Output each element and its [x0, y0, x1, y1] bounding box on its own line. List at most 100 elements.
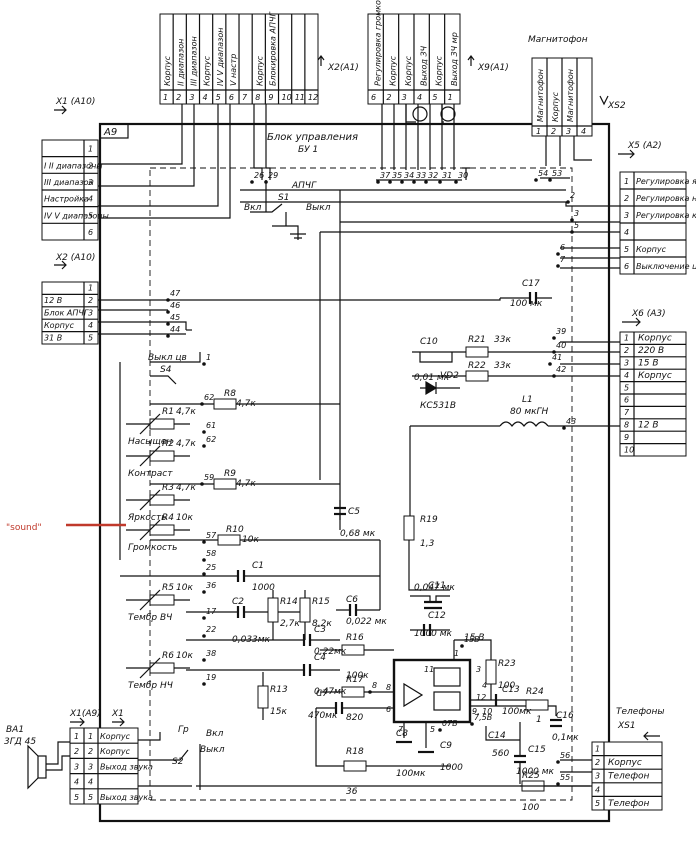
x1a9-pin-name: Выход звука — [100, 762, 153, 771]
x1a10-cells-pin-name: IV V диапазоны — [44, 211, 109, 220]
x2a1-pin: 7 — [242, 93, 248, 102]
svg-text:X5 (A2): X5 (A2) — [627, 141, 662, 151]
x1a10-cells-pin: 3 — [88, 178, 93, 187]
junction-dot — [460, 644, 464, 648]
junction-dot — [166, 310, 170, 314]
capacitor-ref: C3 — [314, 625, 326, 635]
node-label: 7,5В — [474, 713, 492, 722]
junction-dot — [438, 728, 442, 732]
pot-caption: Тембр ВЧ — [128, 613, 172, 623]
pot-caption: Насыщен — [128, 437, 172, 447]
pot-caption: Яркость — [127, 513, 166, 523]
x2a10-cells-pin-name: 31 В — [44, 333, 62, 342]
x1a10-cells-pin-name: III диапазон — [44, 178, 94, 187]
svg-text:Магнитофон: Магнитофон — [528, 35, 588, 45]
x1a10-cells-pin: 4 — [88, 195, 93, 204]
node-label: 57 — [206, 531, 217, 540]
switch-s2-contact: Гр — [178, 725, 189, 735]
junction-dot — [566, 200, 570, 204]
junction-dot — [570, 230, 574, 234]
junction-dot — [264, 180, 268, 184]
node-label: 41 — [552, 353, 562, 362]
node-label: 45 — [170, 313, 180, 322]
x2a1-pin: 8 — [255, 93, 260, 102]
switch-s1-title: АПЧГ — [291, 181, 317, 191]
junction-dot — [400, 180, 404, 184]
pot-caption: Тембр НЧ — [128, 681, 173, 691]
xs1-cells-pin: 5 — [595, 799, 600, 808]
resistor-ref: R17 — [346, 675, 364, 685]
capacitor-ref: C9 — [440, 741, 452, 751]
x2a1-pin-name: II диапазон — [176, 39, 185, 86]
x1a10-cells-pin: 5 — [88, 211, 93, 220]
x5a2-cells-pin: 6 — [624, 262, 629, 271]
x1a9-pin-name: Корпус — [100, 747, 131, 756]
ic-pin-number: 3 — [476, 665, 481, 674]
x2a1-pin-name: IV V диапазон — [216, 27, 225, 86]
inductor-ref: L1 — [522, 395, 533, 405]
xs2-pin: 1 — [536, 127, 541, 136]
capacitor-ref: C10 — [420, 337, 438, 347]
junction-dot — [200, 482, 204, 486]
x1a10-cells-pin-name: Настройка — [44, 195, 89, 204]
ic-supply: 15 В — [464, 633, 485, 643]
resistor-value: 10к — [242, 535, 259, 545]
block-id: A9 — [103, 127, 117, 138]
pot-caption: Контраст — [128, 469, 173, 479]
node-label: 35 — [392, 171, 402, 180]
pot-value: 4,7к — [176, 483, 196, 493]
node-label: 2 — [570, 191, 575, 200]
junction-dot — [202, 590, 206, 594]
block-title: Блок управления — [267, 132, 358, 143]
switch-s1-off: Выкл — [306, 203, 331, 213]
node-label: 26 — [254, 171, 264, 180]
x2a1-pin: 1 — [163, 93, 168, 102]
x2a1-pin-name: Корпус — [203, 55, 212, 86]
node-label: 47 — [170, 289, 181, 298]
junction-dot — [552, 336, 556, 340]
x6a3-cells-pin-name: 15 В — [638, 358, 659, 368]
resistor-ref: R25 — [522, 771, 540, 781]
switch-s4-caption: Выкл цв — [148, 353, 187, 363]
x2a1-pin: 2 — [176, 93, 181, 102]
node-label: 46 — [170, 301, 180, 310]
ic-pin-number: 7 — [398, 725, 404, 734]
junction-dot — [202, 682, 206, 686]
capacitor-value: 0,47мк — [314, 687, 347, 697]
ic-pin-number: 9, 10 — [472, 707, 492, 716]
svg-text:X2 (A10): X2 (A10) — [55, 253, 95, 263]
resistor-ref: R13 — [270, 685, 288, 695]
x9a1-pin: 4 — [417, 93, 422, 102]
ic-pin-number: 6 — [386, 705, 391, 714]
pot-ref: R2 — [162, 439, 174, 449]
junction-dot — [570, 218, 574, 222]
ic-pin-number: 4 — [482, 681, 487, 690]
junction-dot — [200, 402, 204, 406]
x1a9-pin-inner: 2 — [88, 747, 93, 756]
ic-pin-number: 8 — [386, 683, 391, 692]
pot-ref: R3 — [162, 483, 174, 493]
x2a1-pin-name: III диапазон — [190, 36, 199, 86]
resistor-ref: R8 — [224, 389, 236, 399]
resistor-value: 1,3 — [420, 539, 435, 549]
x6a3-cells-pin: 10 — [624, 445, 634, 454]
x6a3-cells-pin: 7 — [624, 408, 630, 417]
node-label: 8 — [372, 681, 377, 690]
junction-dot — [202, 572, 206, 576]
resistor-ref: R10 — [226, 525, 244, 535]
resistor-ref: R15 — [312, 597, 330, 607]
node-label: 3 — [574, 209, 579, 218]
capacitor-ref: C5 — [348, 507, 360, 517]
switch-s2-ref: S2 — [172, 757, 184, 767]
resistor-ref: R23 — [498, 659, 516, 669]
x9a1-pin: 2 — [386, 93, 391, 102]
svg-text:X6 (A3): X6 (A3) — [631, 309, 666, 319]
junction-dot — [166, 334, 170, 338]
junction-dot — [552, 350, 556, 354]
x1a9-pin: 3 — [74, 762, 79, 771]
junction-dot — [202, 430, 206, 434]
junction-dot — [412, 180, 416, 184]
